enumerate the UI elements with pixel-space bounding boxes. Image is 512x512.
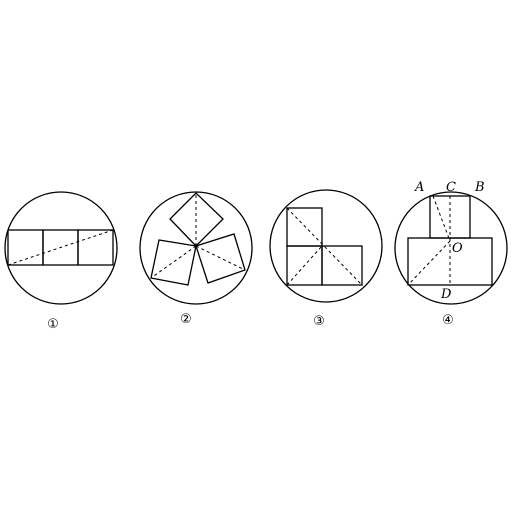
figure-3-dashed-diagonal-2	[286, 245, 323, 286]
figure-1-square-left	[7, 229, 44, 266]
figure-3-caption: ③	[313, 314, 325, 329]
figure-4-caption: ④	[442, 313, 454, 328]
figure-2-dashed-left	[150, 245, 197, 279]
point-label-c: C	[446, 180, 456, 195]
point-label-a: A	[414, 180, 424, 195]
figure-1-caption: ①	[47, 317, 59, 332]
figure-4-dashed-o-to-corner	[407, 240, 451, 286]
figure-2-caption: ②	[180, 312, 192, 327]
figure-1-square-right	[77, 229, 114, 266]
figure-3-square-bottom-right	[321, 245, 363, 286]
figure-4-dashed-a-to-o	[432, 195, 451, 242]
figure-2-square-top	[169, 192, 224, 247]
figure-2-dashed-right	[195, 245, 246, 271]
figure-2-square-right	[195, 233, 246, 284]
figure-4-circle	[394, 191, 508, 305]
point-label-d: D	[440, 287, 452, 302]
figure-3-circle	[269, 189, 383, 303]
point-label-o: O	[452, 241, 463, 256]
figure-2-square-left	[150, 239, 197, 286]
figure-1: ①	[4, 191, 118, 332]
point-label-b: B	[474, 180, 485, 195]
figure-1-dashed-diagonal	[7, 229, 114, 266]
figure-1-circle	[4, 191, 118, 305]
figure-3: ③	[269, 189, 383, 329]
figure-4: A C B O D ④	[394, 180, 508, 328]
figure-2: ②	[139, 191, 253, 327]
figure-2-circle	[139, 191, 253, 305]
